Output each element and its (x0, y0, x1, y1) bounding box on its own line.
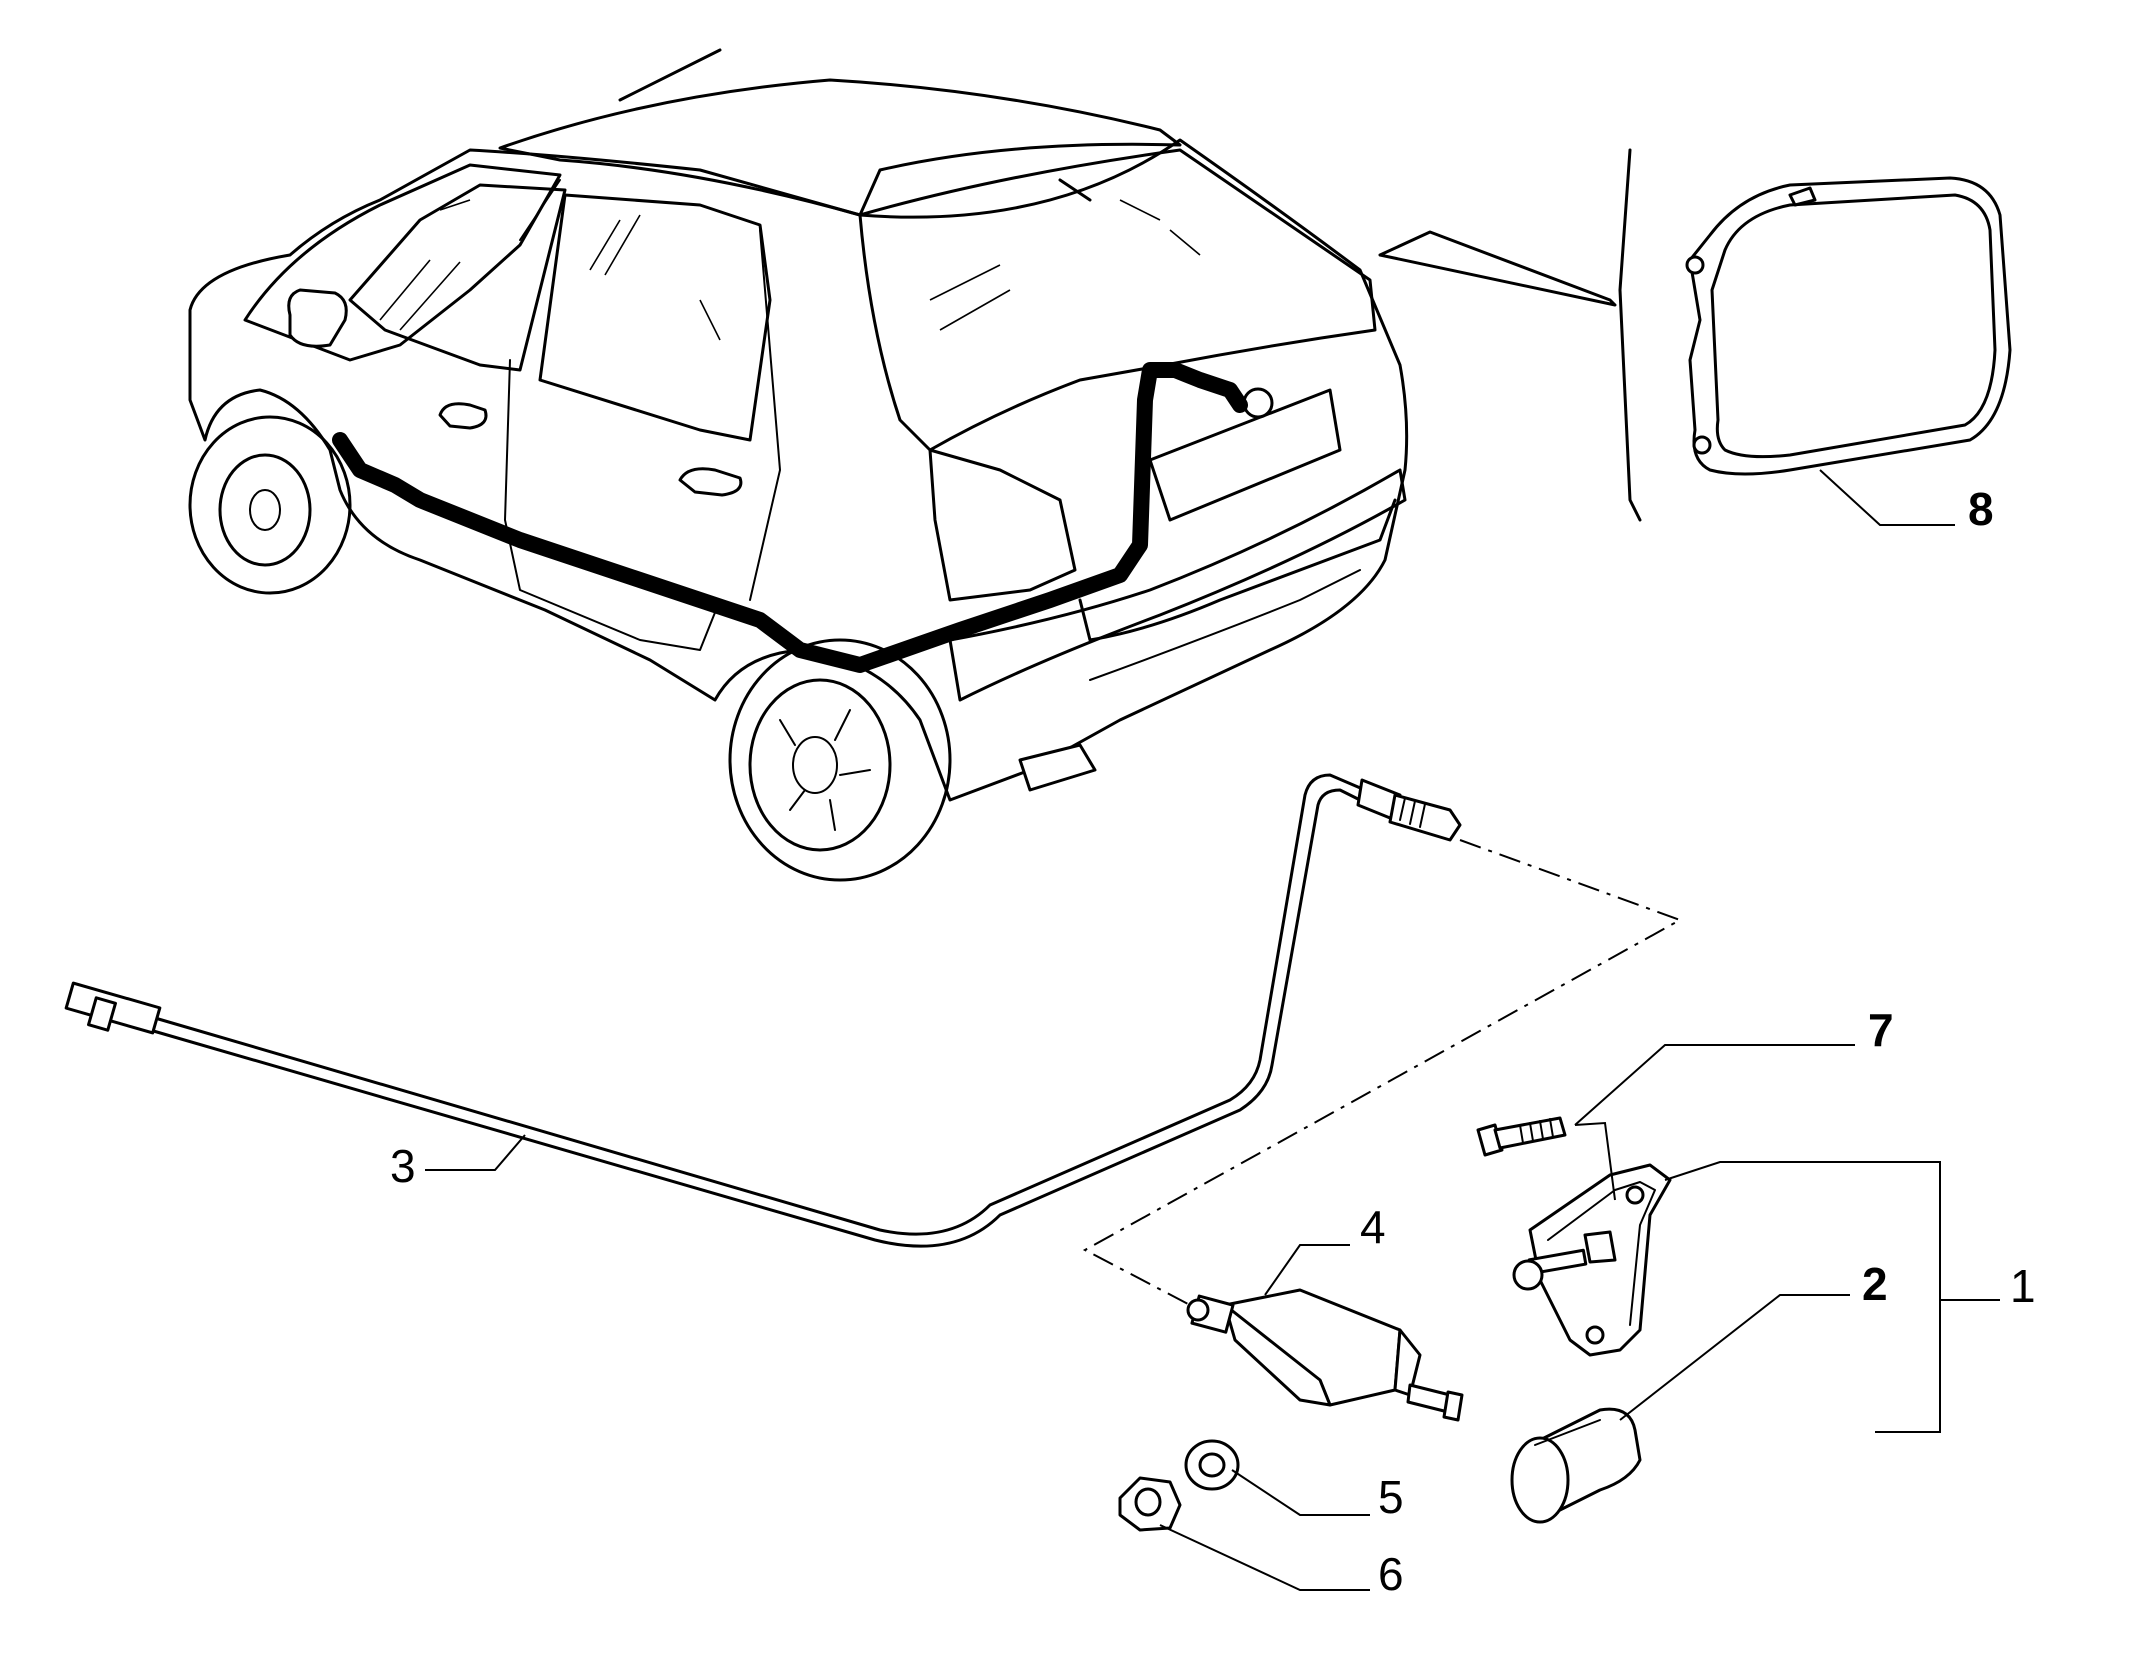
callout-7: 7 (1868, 1004, 1894, 1056)
callout-3: 3 (390, 1140, 416, 1192)
plunger (1510, 1407, 1642, 1524)
callout-4: 4 (1360, 1201, 1386, 1253)
front-wheel (188, 415, 352, 595)
rear-wheel (728, 638, 952, 882)
release-cable (64, 773, 1462, 1248)
callout-8: 8 (1968, 483, 1994, 535)
cable-route (332, 362, 1248, 673)
washer (1184, 1439, 1240, 1491)
car-illustration (188, 48, 1409, 882)
lock-bracket (1512, 1163, 1672, 1357)
callout-6: 6 (1378, 1548, 1404, 1600)
callout-1: 1 (2010, 1260, 2036, 1312)
callout-5: 5 (1378, 1471, 1404, 1523)
leader-lines (425, 469, 2000, 1591)
fuel-flap-cover (1378, 148, 2012, 522)
callout-2: 2 (1862, 1258, 1888, 1310)
bolt (1476, 1116, 1567, 1157)
nut (1118, 1476, 1182, 1532)
alignment-line (1082, 839, 1683, 1306)
actuator-switch (1186, 1288, 1464, 1422)
